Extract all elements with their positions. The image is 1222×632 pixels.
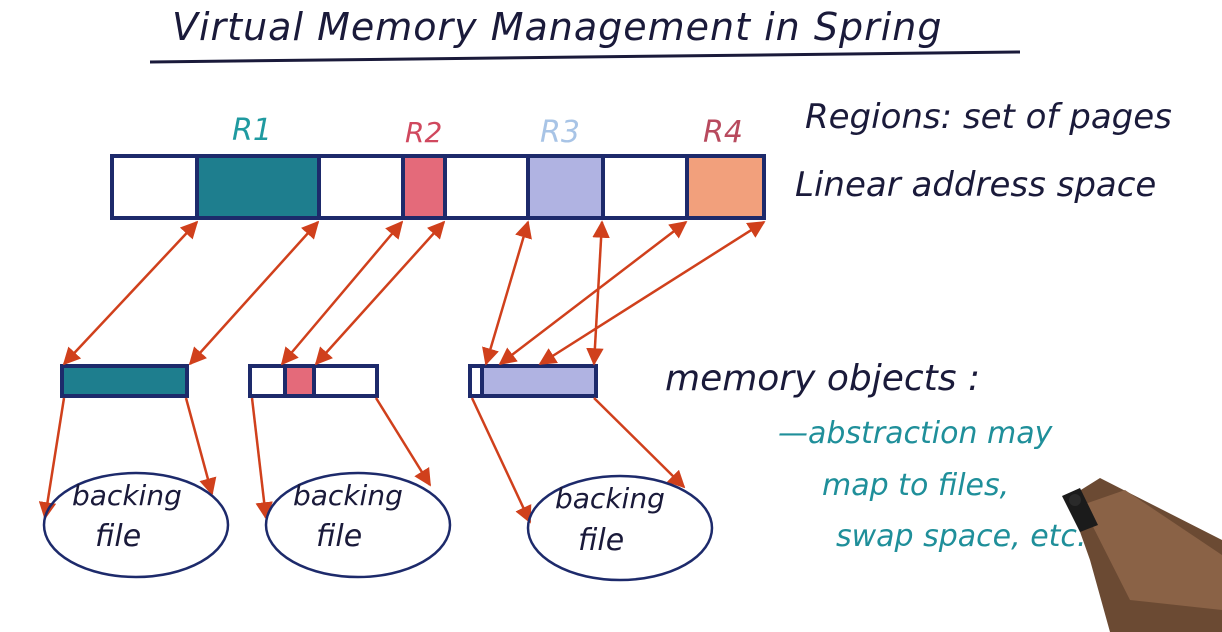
backing-file-2-line2: file xyxy=(316,519,362,554)
hand-holding-pen-image xyxy=(1062,478,1222,632)
backing-file-3: backing file xyxy=(526,474,714,582)
backing-arrows xyxy=(38,397,686,524)
region-r1-block xyxy=(195,154,321,220)
mapping-arrows xyxy=(62,220,766,366)
title-underline xyxy=(149,50,1021,64)
backing-file-3-line2: file xyxy=(578,523,624,558)
backing-file-1: backing file xyxy=(42,471,230,579)
region-r4-block xyxy=(685,154,766,220)
memory-object-1 xyxy=(60,364,189,398)
regions-definition: Regions: set of pages xyxy=(805,97,1172,137)
region-label-r3: R3 xyxy=(540,115,580,150)
memory-objects-bullet-1: —abstraction may xyxy=(778,416,1054,451)
region-r2-block xyxy=(401,154,447,220)
memory-objects-heading: memory objects : xyxy=(665,358,980,399)
region-label-r1: R1 xyxy=(232,113,272,148)
backing-file-1-line2: file xyxy=(95,519,141,554)
memory-object-2 xyxy=(248,364,379,398)
backing-file-1-line1: backing xyxy=(72,479,182,512)
region-label-r2: R2 xyxy=(405,116,442,149)
region-r3-block xyxy=(526,154,605,220)
memory-object-3 xyxy=(468,364,598,398)
memory-objects-bullet-2: map to files, xyxy=(822,468,1009,503)
linear-address-space-label: Linear address space xyxy=(795,165,1156,205)
backing-file-2: backing file xyxy=(264,471,452,579)
region-label-r4: R4 xyxy=(703,115,743,150)
diagram-title: Virtual Memory Management in Spring xyxy=(172,5,942,49)
backing-file-2-line1: backing xyxy=(293,479,403,512)
memory-objects-bullet-3: swap space, etc. xyxy=(836,519,1086,554)
backing-file-3-line1: backing xyxy=(555,482,665,515)
address-space-bar xyxy=(110,154,766,220)
